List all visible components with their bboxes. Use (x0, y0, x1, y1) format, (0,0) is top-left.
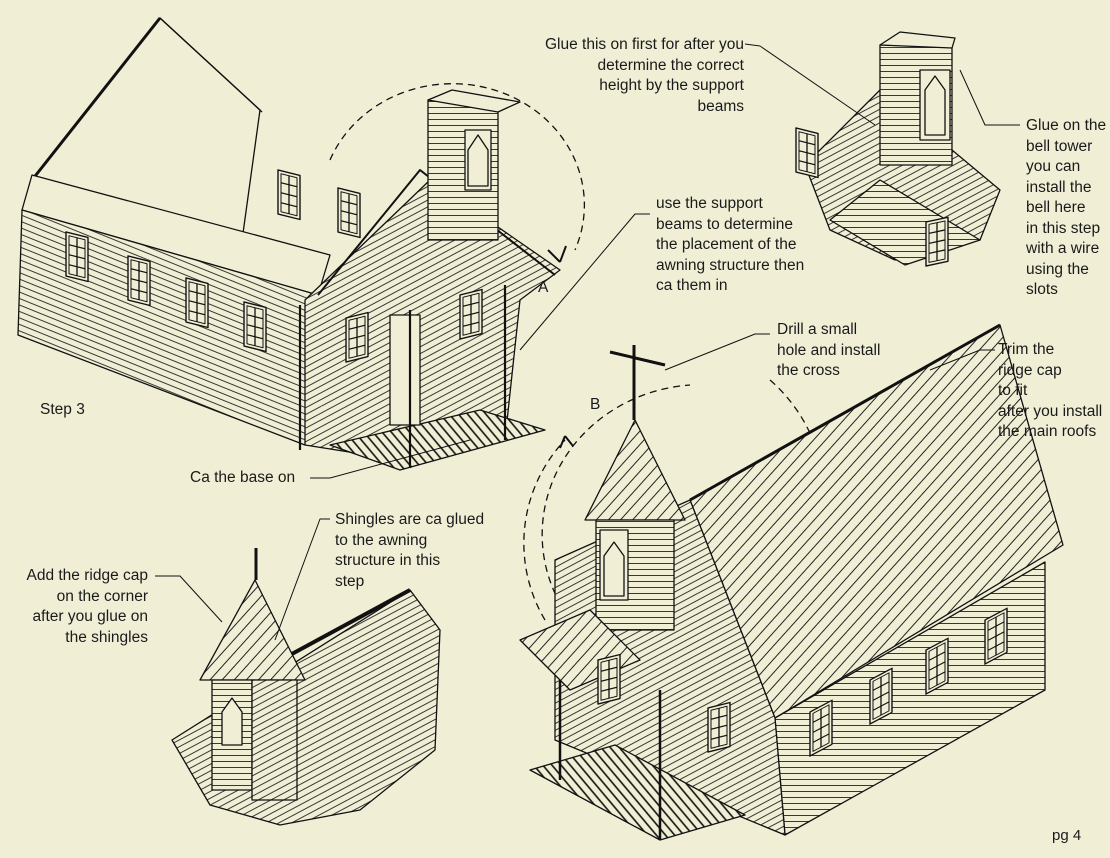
ridge-corner-note: Add the ridge cap on the corner after yo… (26, 567, 148, 646)
bell-tower-detail (795, 31, 1001, 267)
cross-note: Drill a small hole and install the cross (777, 321, 881, 379)
step-label: Step 3 (40, 401, 85, 418)
shingles-note: Shingles are ca glued to the awning stru… (335, 511, 485, 590)
trim-ridge-note: Trim the ridge cap to fit after you inst… (998, 341, 1103, 440)
step3-building (17, 17, 561, 471)
base-note: Ca the base on (190, 469, 296, 486)
bell-tower-note: Glue on the bell tower you can install t… (1026, 117, 1107, 298)
glue-first-note: Glue this on first for after you determi… (544, 36, 744, 115)
arrow-b-icon (559, 435, 574, 449)
arrow-a-icon (547, 245, 567, 263)
callout-b: B (590, 396, 601, 413)
leader-lines (155, 43, 1020, 641)
support-beams-note: use the support beams to determine the p… (656, 195, 805, 294)
church-main (519, 323, 1064, 841)
page-number: pg 4 (1052, 827, 1082, 844)
callout-a: A (538, 279, 549, 296)
corner-detail (171, 548, 441, 826)
